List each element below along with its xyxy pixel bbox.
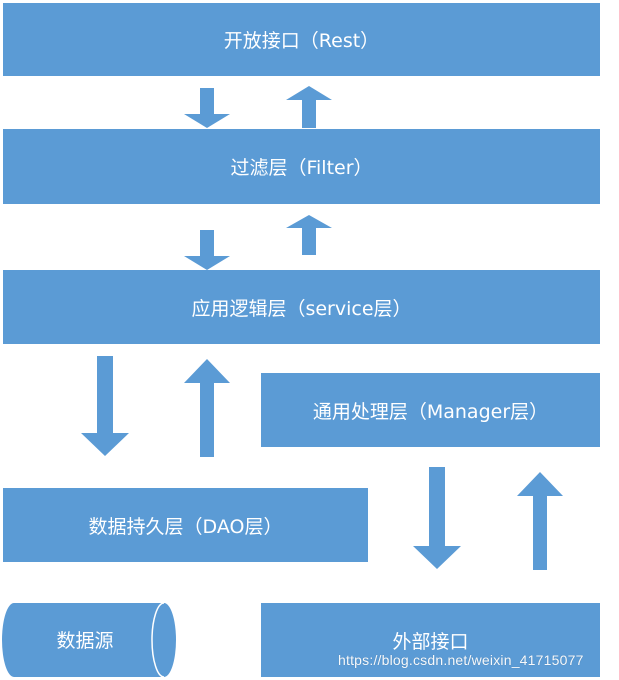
manager-layer-label: 通用处理层（Manager层）	[312, 400, 549, 423]
service-layer-label: 应用逻辑层（service层）	[191, 297, 412, 320]
arrow-down-rest-filter	[184, 88, 230, 128]
watermark-text: https://blog.csdn.net/weixin_41715077	[338, 652, 584, 668]
external-api-label: 外部接口	[392, 630, 469, 653]
external-api-box: 外部接口	[261, 603, 600, 677]
datasource-label: 数据源	[56, 629, 114, 652]
service-layer-box: 应用逻辑层（service层）	[3, 270, 600, 344]
arrow-down-manager-external	[413, 467, 461, 569]
arrow-up-external-manager	[517, 472, 563, 570]
rest-api-label: 开放接口（Rest）	[223, 30, 380, 52]
arrow-up-dao-service	[184, 359, 230, 457]
dao-layer-box: 数据持久层（DAO层）	[3, 488, 368, 562]
arrow-up-filter-rest	[286, 86, 332, 128]
dao-layer-label: 数据持久层（DAO层）	[88, 515, 283, 538]
arrow-up-service-filter	[286, 215, 332, 255]
filter-layer-box: 过滤层（Filter）	[3, 129, 600, 204]
arrow-down-filter-service	[184, 230, 230, 270]
filter-layer-label: 过滤层（Filter）	[230, 157, 373, 179]
arrow-down-service-dao	[81, 356, 129, 456]
datasource-cylinder	[2, 602, 176, 678]
manager-layer-box: 通用处理层（Manager层）	[261, 373, 600, 447]
rest-api-box: 开放接口（Rest）	[3, 3, 600, 76]
